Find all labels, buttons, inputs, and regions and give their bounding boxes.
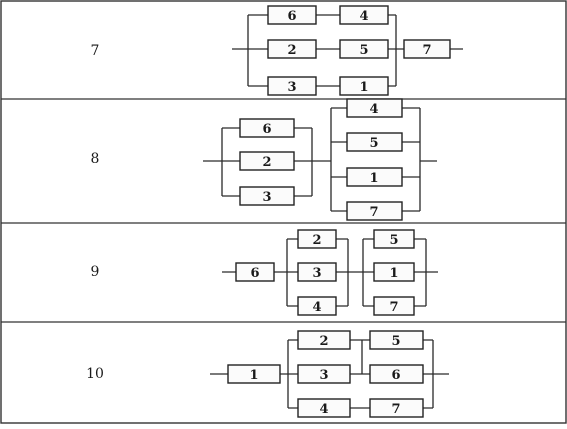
block <box>346 98 403 118</box>
block <box>235 262 275 282</box>
block-label: 4 <box>312 300 321 315</box>
block-label: 7 <box>391 402 400 417</box>
block-label: 1 <box>369 171 378 186</box>
block <box>267 39 317 59</box>
block <box>239 151 295 171</box>
block-label: 5 <box>391 334 400 349</box>
block-label: 3 <box>312 266 321 281</box>
block-label: 6 <box>391 368 400 383</box>
block <box>369 364 424 384</box>
variant-label: 9 <box>91 264 100 280</box>
block <box>346 201 403 221</box>
block <box>297 296 337 316</box>
block <box>239 186 295 206</box>
block <box>373 229 415 249</box>
block-label: 3 <box>287 80 296 95</box>
variant-label: 10 <box>86 366 104 382</box>
diagram-variant-10: 1 2 3 4 5 6 7 <box>210 330 449 418</box>
block <box>339 5 389 25</box>
block-label: 7 <box>389 300 398 315</box>
variant-label: 7 <box>91 43 100 59</box>
block-label: 1 <box>249 368 258 383</box>
block <box>339 39 389 59</box>
block <box>297 262 337 282</box>
diagram-variant-8: 6 2 3 4 5 1 7 <box>203 98 437 221</box>
block <box>297 398 351 418</box>
variant-label: 8 <box>91 151 100 167</box>
block-label: 3 <box>319 368 328 383</box>
block-label: 4 <box>319 402 328 417</box>
block <box>297 229 337 249</box>
block-label: 1 <box>359 80 368 95</box>
block <box>373 262 415 282</box>
block <box>369 330 424 350</box>
block-label: 6 <box>250 266 259 281</box>
block <box>369 398 424 418</box>
block-label: 2 <box>262 155 271 170</box>
block <box>346 132 403 152</box>
block-label: 2 <box>312 233 321 248</box>
block-label: 4 <box>369 102 378 117</box>
diagram-variant-7: 6 4 2 5 3 1 7 <box>232 5 463 96</box>
block-label: 2 <box>319 334 328 349</box>
block-label: 3 <box>262 190 271 205</box>
block <box>339 76 389 96</box>
block <box>373 296 415 316</box>
block-label: 6 <box>287 9 296 24</box>
block-label: 7 <box>369 205 378 220</box>
block-label: 7 <box>422 43 431 58</box>
block <box>297 330 351 350</box>
block-label: 5 <box>389 233 398 248</box>
block-label: 1 <box>389 266 398 281</box>
block-label: 2 <box>287 43 296 58</box>
block <box>267 5 317 25</box>
block <box>239 118 295 138</box>
block <box>403 39 451 59</box>
block <box>346 167 403 187</box>
block <box>297 364 351 384</box>
block <box>227 364 281 384</box>
block-label: 5 <box>369 136 378 151</box>
block-label: 6 <box>262 122 271 137</box>
block-label: 5 <box>359 43 368 58</box>
diagram-variant-9: 6 2 3 4 5 1 7 <box>222 229 438 316</box>
block <box>267 76 317 96</box>
block-label: 4 <box>359 9 368 24</box>
